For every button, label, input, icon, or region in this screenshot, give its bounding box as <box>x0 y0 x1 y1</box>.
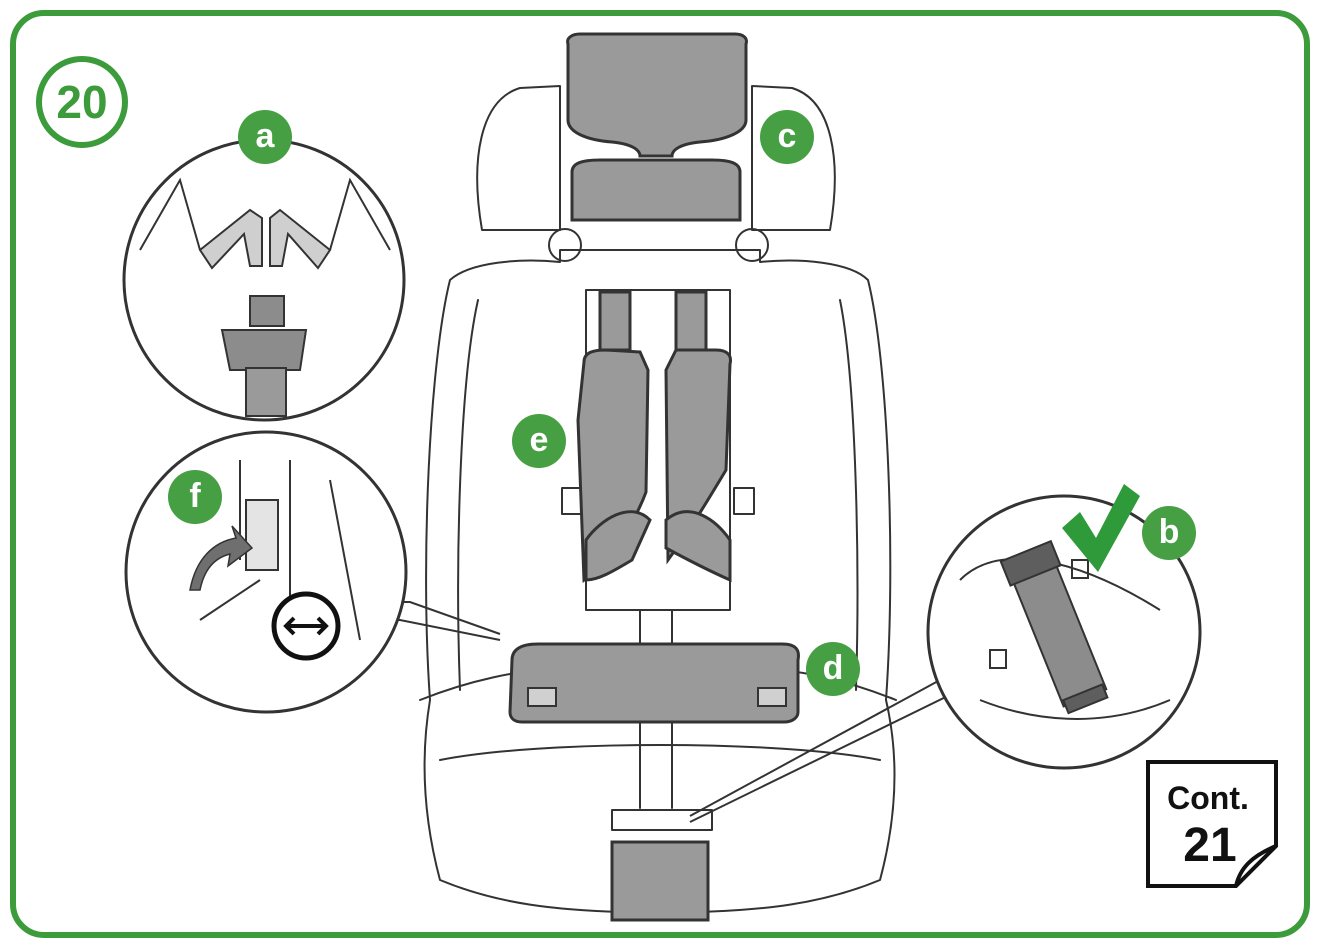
continue-page-icon <box>1146 760 1278 888</box>
label-e: e <box>512 414 566 468</box>
label-f: f <box>168 470 222 524</box>
continue-page-number: 21 <box>1183 819 1237 872</box>
continue-label: Cont. <box>1167 780 1249 816</box>
headrest-pad-bottom <box>570 158 742 222</box>
label-d: d <box>806 642 860 696</box>
detail-circle-b <box>926 484 1202 770</box>
label-b: b <box>1142 506 1196 560</box>
diagram-frame <box>10 10 1310 938</box>
label-a: a <box>238 110 292 164</box>
checkmark-icon <box>1062 484 1140 572</box>
label-c: c <box>760 110 814 164</box>
headrest-pad-top <box>566 32 748 158</box>
seat-cushion-pad <box>508 642 800 724</box>
seat-shell <box>423 249 896 913</box>
detail-circle-f <box>124 430 408 714</box>
detail-circle-a <box>122 138 406 422</box>
headrest-shell <box>476 85 836 231</box>
arrow-curved-icon <box>189 525 254 591</box>
step-number: 20 <box>36 56 128 148</box>
